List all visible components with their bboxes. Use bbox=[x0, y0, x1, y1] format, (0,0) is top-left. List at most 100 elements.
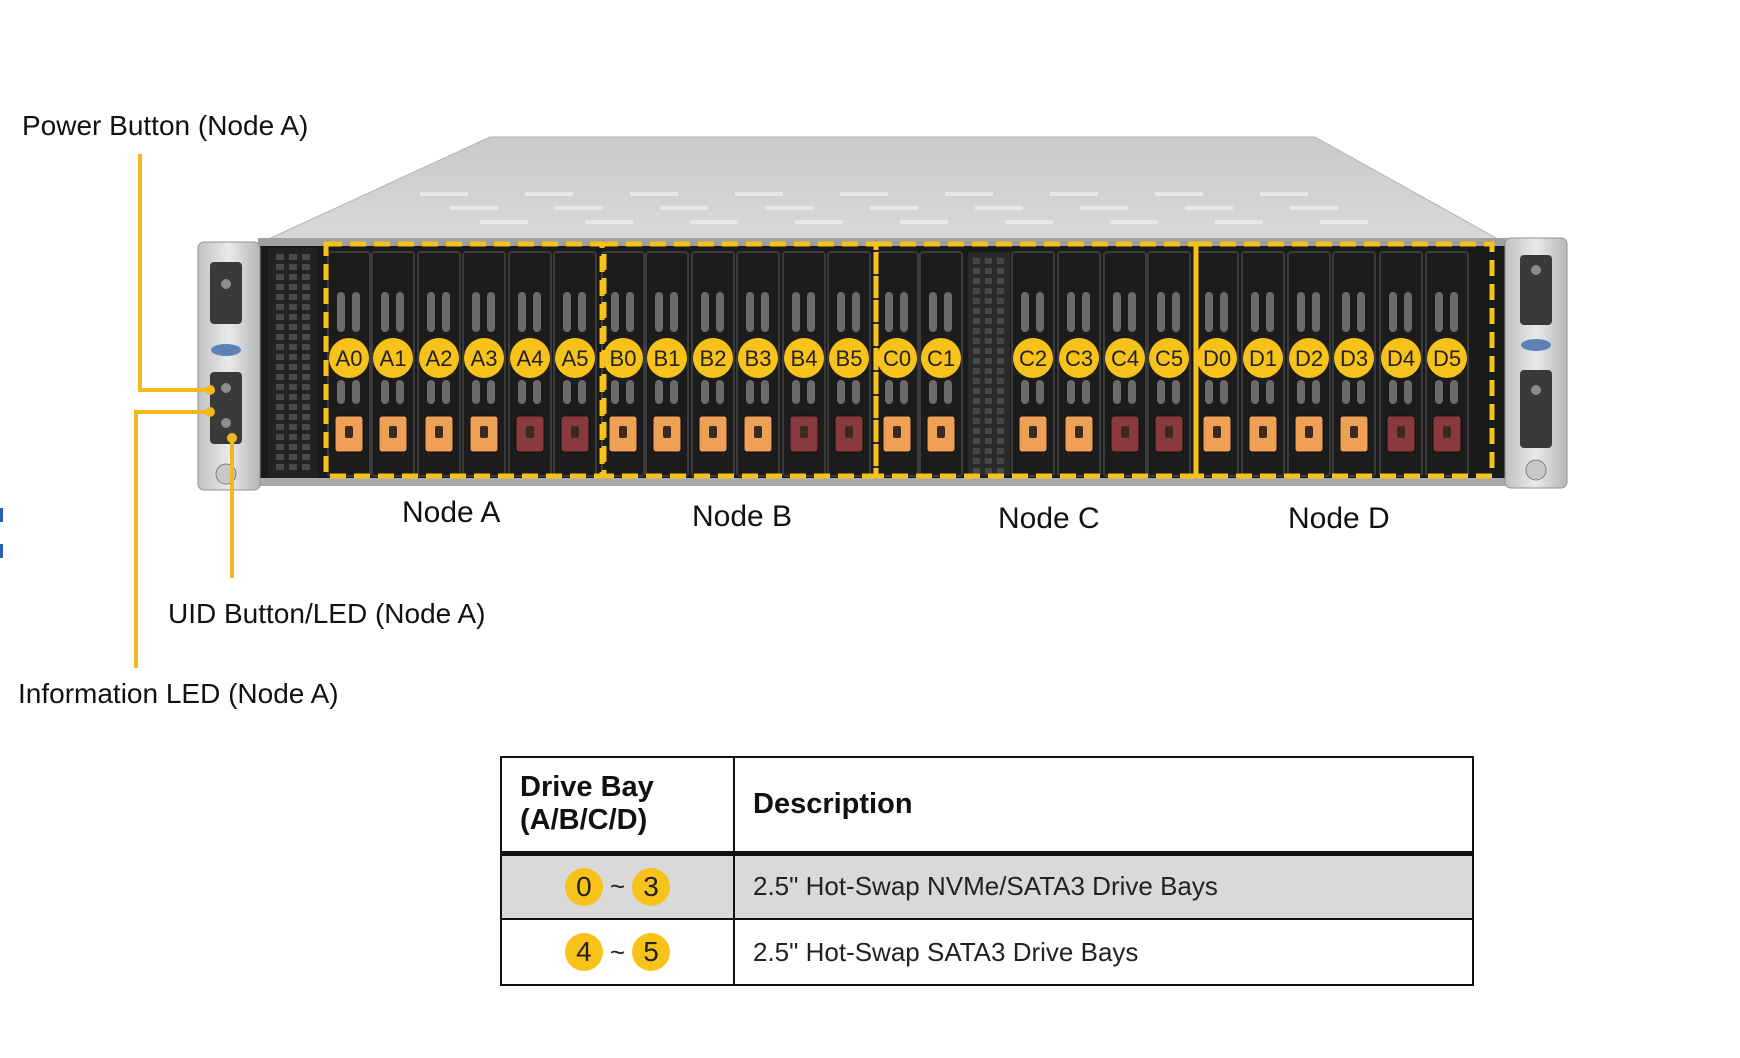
table-header-row: Drive Bay (A/B/C/D) Description bbox=[500, 756, 1474, 856]
bay-tag: D3 bbox=[1334, 338, 1374, 378]
bay-tag-circle bbox=[1197, 338, 1237, 378]
node-b-label: Node B bbox=[692, 500, 793, 533]
bay-tag: D2 bbox=[1289, 338, 1329, 378]
description-header: Description bbox=[733, 756, 1474, 856]
page-edge-mark bbox=[0, 544, 3, 558]
left-vent-grille bbox=[268, 248, 318, 478]
bay-tag: A5 bbox=[555, 338, 595, 378]
bay-label: A0 bbox=[336, 346, 363, 371]
bay-tag: B0 bbox=[603, 338, 643, 378]
bay-label: B1 bbox=[654, 346, 681, 371]
bay-label: A5 bbox=[562, 346, 589, 371]
bay-tag: C5 bbox=[1149, 338, 1189, 378]
power-callout-line bbox=[138, 154, 210, 392]
bay-tag: A0 bbox=[329, 338, 369, 378]
uid-button-callout: UID Button/LED (Node A) bbox=[168, 598, 486, 629]
drive-tray[interactable] bbox=[508, 251, 552, 477]
bay-label: B0 bbox=[610, 346, 637, 371]
bay-tag-circle bbox=[647, 338, 687, 378]
bay-tag: B2 bbox=[693, 338, 733, 378]
description-cell: 2.5" Hot-Swap NVMe/SATA3 Drive Bays bbox=[733, 852, 1474, 920]
bay-tag-circle bbox=[1013, 338, 1053, 378]
bay-tag: D4 bbox=[1381, 338, 1421, 378]
bay-label: D4 bbox=[1387, 346, 1415, 371]
bay-tag: C4 bbox=[1105, 338, 1145, 378]
callout-lines bbox=[134, 154, 234, 668]
bay-tag-circle bbox=[738, 338, 778, 378]
bay-tag-circle bbox=[555, 338, 595, 378]
bay-tag-circle bbox=[1149, 338, 1189, 378]
bay-label: A2 bbox=[426, 346, 453, 371]
bay-range-cell: 4~5 bbox=[500, 918, 735, 986]
bay-number-badge: 3 bbox=[632, 867, 671, 906]
range-separator: ~ bbox=[609, 871, 626, 902]
bay-tag-circle bbox=[419, 338, 459, 378]
bay-label: B2 bbox=[700, 346, 727, 371]
bay-tag-circle bbox=[1334, 338, 1374, 378]
bay-label: C5 bbox=[1155, 346, 1183, 371]
bay-label: D5 bbox=[1433, 346, 1461, 371]
bay-tag: A2 bbox=[419, 338, 459, 378]
bay-tag-circle bbox=[877, 338, 917, 378]
bay-tag-circle bbox=[829, 338, 869, 378]
power-button-callout: Power Button (Node A) bbox=[22, 110, 309, 141]
bay-label: C3 bbox=[1065, 346, 1093, 371]
bay-tag-circle bbox=[1381, 338, 1421, 378]
table-row: 4~5 2.5" Hot-Swap SATA3 Drive Bays bbox=[500, 918, 1474, 986]
table-row: 0~3 2.5" Hot-Swap NVMe/SATA3 Drive Bays bbox=[500, 852, 1474, 920]
bay-number-badge: 5 bbox=[632, 933, 671, 971]
bay-tag-circle bbox=[603, 338, 643, 378]
bay-tag-circle bbox=[1427, 338, 1467, 378]
bay-label: A1 bbox=[380, 346, 407, 371]
bay-label: B3 bbox=[745, 346, 772, 371]
bay-number-badge: 0 bbox=[564, 867, 603, 906]
bay-tag-circle bbox=[1243, 338, 1283, 378]
bay-tag: A4 bbox=[510, 338, 550, 378]
bay-tag-circle bbox=[921, 338, 961, 378]
bay-tag: C0 bbox=[877, 338, 917, 378]
bay-tag: C2 bbox=[1013, 338, 1053, 378]
bay-tag: D0 bbox=[1197, 338, 1237, 378]
bay-label: C1 bbox=[927, 346, 955, 371]
bay-tag: B4 bbox=[784, 338, 824, 378]
range-separator: ~ bbox=[609, 936, 626, 967]
bay-tag: C3 bbox=[1059, 338, 1099, 378]
bay-tag: C1 bbox=[921, 338, 961, 378]
bay-tag-circle bbox=[784, 338, 824, 378]
bay-tag: D1 bbox=[1243, 338, 1283, 378]
bay-label: D1 bbox=[1249, 346, 1277, 371]
bay-tag-circle bbox=[510, 338, 550, 378]
drive-bay-header: Drive Bay (A/B/C/D) bbox=[500, 756, 735, 856]
bay-tag-circle bbox=[1105, 338, 1145, 378]
bay-tag-circle bbox=[1059, 338, 1099, 378]
left-rack-ear bbox=[197, 241, 261, 491]
bay-tag-circle bbox=[373, 338, 413, 378]
bay-tag: B3 bbox=[738, 338, 778, 378]
bay-tag: B1 bbox=[647, 338, 687, 378]
bay-label: B5 bbox=[836, 346, 863, 371]
drive-bay-legend-table: Drive Bay (A/B/C/D) Description 0~3 2.5"… bbox=[500, 756, 1474, 986]
bay-label: D3 bbox=[1340, 346, 1368, 371]
bay-label: C4 bbox=[1111, 346, 1139, 371]
bay-tag: A3 bbox=[464, 338, 504, 378]
bay-label: D0 bbox=[1203, 346, 1231, 371]
bay-tag: A1 bbox=[373, 338, 413, 378]
bay-label: A3 bbox=[471, 346, 498, 371]
bay-number-badge: 4 bbox=[564, 933, 603, 971]
information-led-callout: Information LED (Node A) bbox=[18, 678, 339, 709]
bay-tag-circle bbox=[329, 338, 369, 378]
bay-tag-circle bbox=[464, 338, 504, 378]
node-a-label: Node A bbox=[402, 496, 501, 529]
node-group-outline bbox=[1193, 241, 1495, 479]
node-c-label: Node C bbox=[998, 502, 1100, 535]
bay-label: B4 bbox=[791, 346, 818, 371]
bay-tag: D5 bbox=[1427, 338, 1467, 378]
right-rack-ear bbox=[1504, 237, 1568, 489]
bay-tag-circle bbox=[693, 338, 733, 378]
bay-label: D2 bbox=[1295, 346, 1323, 371]
bay-label: C0 bbox=[883, 346, 911, 371]
description-cell: 2.5" Hot-Swap SATA3 Drive Bays bbox=[733, 918, 1474, 986]
bay-label: C2 bbox=[1019, 346, 1047, 371]
lid-vents bbox=[420, 192, 1368, 224]
